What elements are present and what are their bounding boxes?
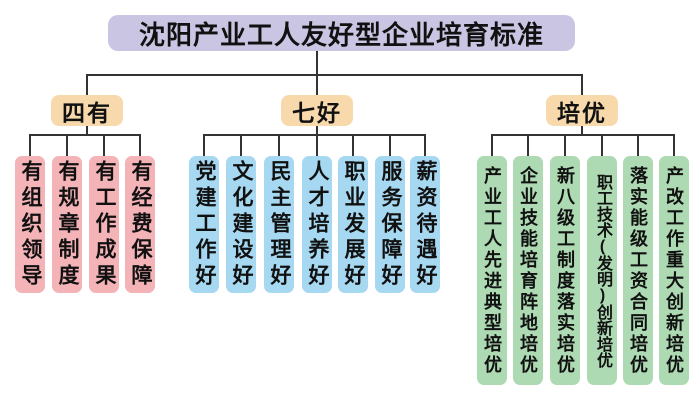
branch-1-item-6: 薪资待遇好 [410,156,440,293]
branch-1-item-0: 党建工作好 [189,156,219,293]
branch-sub-drop-line [86,126,88,136]
leaf-item-label: 职业发展好 [342,159,365,290]
branch-sub-drop-line [316,126,318,136]
leaf-item-label: 人才培养好 [306,159,329,290]
leaf-stub-line [673,134,675,158]
branch-2-item-4: 落实能级工资合同培优 [623,156,653,385]
leaf-stub-line [637,134,639,158]
branch-1-item-2: 民主管理好 [264,156,294,293]
branch-1-item-4: 职业发展好 [338,156,368,293]
leaf-stub-line [601,134,603,158]
leaf-stub-line [29,134,31,158]
leaf-item-label: 产业工人先进典型培优 [482,165,502,376]
leaf-item-label: 有规章制度 [56,159,79,290]
branch-drop-line [581,74,583,97]
leaf-stub-line [491,134,493,158]
branch-drop-line [86,74,88,97]
leaf-stub-line [316,134,318,158]
branch-1-item-3: 人才培养好 [302,156,332,293]
diagram-title: 沈阳产业工人友好型企业培育标准 [108,15,575,51]
branch-header-七好: 七好 [281,95,353,126]
leaf-stub-line [66,134,68,158]
branch-1-item-1: 文化建设好 [226,156,256,293]
leaf-item-label: 落实能级工资合同培优 [628,165,648,376]
leaf-item-label: 党建工作好 [193,159,216,290]
branch-drop-line [316,74,318,97]
branch-2-item-1: 企业技能培育阵地培优 [513,156,543,385]
branch-2-item-0: 产业工人先进典型培优 [477,156,507,385]
title-drop-line [316,51,318,76]
leaf-stub-line [352,134,354,158]
leaf-item-label: 薪资待遇好 [414,159,437,290]
leaf-item-label: 产改工作重大创新培优 [664,165,684,376]
leaf-item-label: 民主管理好 [268,159,291,290]
leaf-stub-line [103,134,105,158]
leaf-stub-line [564,134,566,158]
sub-branch-line [491,134,675,136]
leaf-stub-line [424,134,426,158]
branch-sub-drop-line [581,126,583,136]
leaf-item-label: 新八级工制度落实培优 [555,165,575,376]
leaf-stub-line [240,134,242,158]
branch-2-item-5: 产改工作重大创新培优 [659,156,689,385]
branch-header-四有: 四有 [51,95,123,126]
leaf-item-label: 有经费保障 [129,159,152,290]
leaf-stub-line [527,134,529,158]
branch-2-item-3: 职工技术(发明)创新培优 [587,156,617,385]
leaf-item-label: 有工作成果 [93,159,116,290]
sub-branch-line [29,134,141,136]
leaf-item-label: 有组织领导 [19,159,42,290]
leaf-item-label: 文化建设好 [230,159,253,290]
branch-0-item-2: 有工作成果 [89,156,119,293]
leaf-item-label: 服务保障好 [379,159,402,290]
leaf-item-label: 企业技能培育阵地培优 [518,165,538,376]
sub-branch-line [203,134,426,136]
branch-header-培优: 培优 [546,95,618,126]
main-branch-line [86,74,583,76]
branch-0-item-0: 有组织领导 [15,156,45,293]
branch-2-item-2: 新八级工制度落实培优 [550,156,580,385]
leaf-stub-line [139,134,141,158]
leaf-stub-line [203,134,205,158]
leaf-stub-line [278,134,280,158]
branch-0-item-3: 有经费保障 [125,156,155,293]
branch-0-item-1: 有规章制度 [52,156,82,293]
leaf-stub-line [389,134,391,158]
branch-1-item-5: 服务保障好 [375,156,405,293]
leaf-item-label: 职工技术(发明)创新培优 [594,173,611,368]
